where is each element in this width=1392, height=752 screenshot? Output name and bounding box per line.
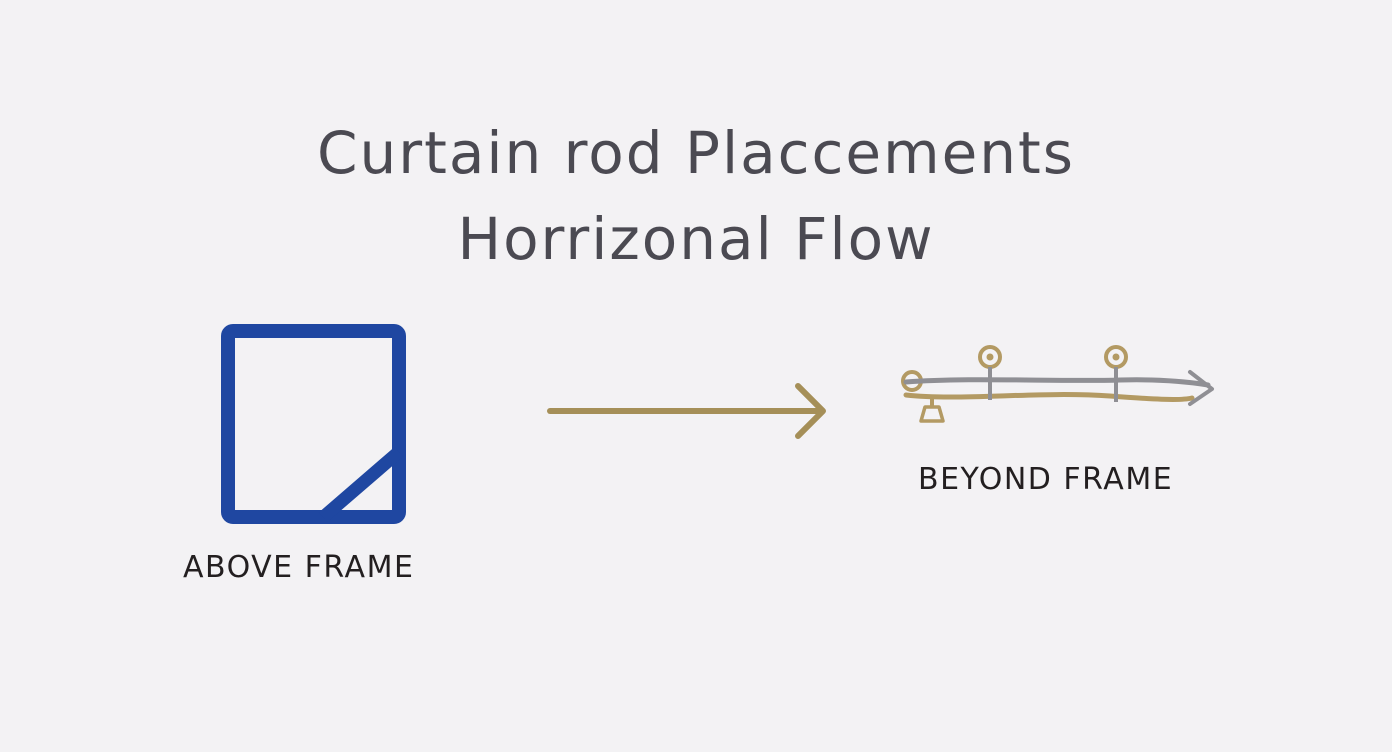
window-frame-icon: [221, 324, 406, 524]
title-line-2: Horrizonal Flow: [457, 205, 935, 273]
label-above-frame: ABOVE FRAME: [183, 550, 415, 585]
label-beyond-frame: BEYOND FRAME: [918, 462, 1174, 497]
title-line-1: Curtain rod Placcements: [316, 119, 1075, 187]
curtain-rod-icon: [901, 345, 1214, 423]
right-arrow-icon: [547, 383, 826, 439]
